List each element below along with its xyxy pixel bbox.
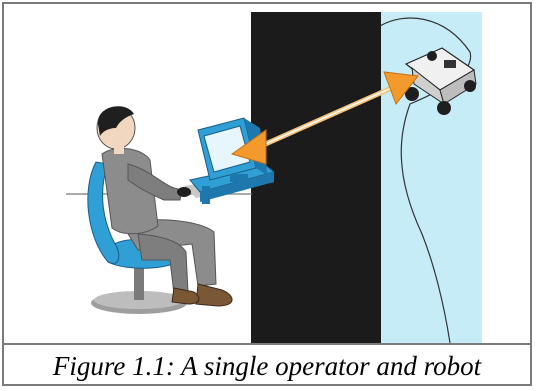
communication-arrow bbox=[230, 71, 419, 165]
operator-figure bbox=[96, 106, 233, 307]
figure-illustration bbox=[66, 12, 482, 344]
figure-frame: Figure 1.1: A single operator and robot bbox=[2, 2, 532, 386]
figure-caption: Figure 1.1: A single operator and robot bbox=[52, 351, 482, 381]
caption-bar: Figure 1.1: A single operator and robot bbox=[4, 343, 530, 384]
monitor-icon bbox=[197, 117, 268, 182]
robot-path-line bbox=[379, 17, 472, 344]
